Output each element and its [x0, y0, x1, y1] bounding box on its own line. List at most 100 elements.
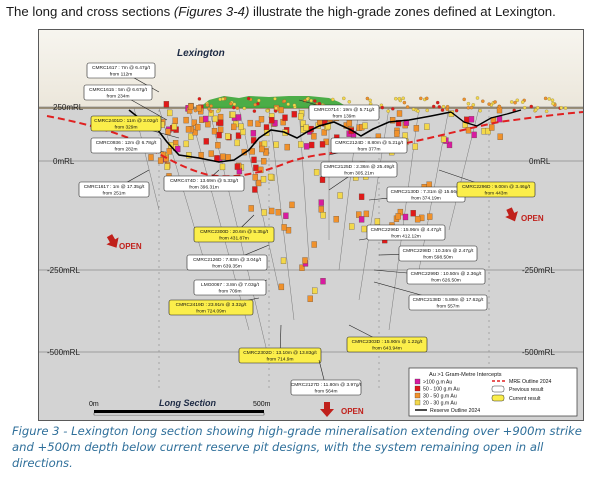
surface-sample-dot — [425, 108, 429, 113]
callout-depth-text: from 557m — [437, 303, 460, 309]
callout-intercept-text: CMRC2124D : 8.80m @ 5.21g/t — [335, 140, 404, 146]
callout-depth-text: from 643.94m — [372, 345, 402, 351]
intercept-marker — [291, 111, 297, 118]
rl-label-0: 0mRL — [53, 157, 75, 166]
intercept-marker — [362, 122, 368, 129]
callout-depth-text: from 139m — [333, 113, 356, 119]
intercept-marker — [250, 130, 257, 137]
surface-sample-dot — [253, 102, 257, 107]
intercept-marker — [259, 145, 265, 153]
legend-previous-swatch — [491, 385, 505, 393]
callout-box — [90, 137, 162, 154]
intercept-marker — [273, 141, 279, 148]
intercept-marker — [253, 164, 259, 172]
open-label-east: OPEN — [521, 214, 544, 223]
callout-depth-text: from 443m — [485, 190, 508, 196]
intercept-marker — [281, 224, 287, 231]
intro-text: The long and cross sections (Figures 3-4… — [6, 4, 596, 19]
intercept-marker — [251, 156, 257, 164]
intercept-marker — [282, 114, 288, 121]
intercept-marker — [255, 179, 262, 187]
surface-sample-dot — [469, 105, 474, 110]
surface-sample-dot — [445, 104, 450, 109]
callout-box — [168, 299, 254, 316]
open-arrow-east: OPEN — [505, 207, 544, 223]
intercept-marker — [389, 117, 396, 124]
intercept-marker — [231, 123, 237, 131]
legend-previous-label: Previous result — [509, 387, 544, 393]
intercept-marker — [289, 201, 295, 209]
surface-sample-dot — [309, 98, 313, 103]
callout-depth-text: from 709m — [219, 288, 242, 294]
intercept-marker — [175, 145, 181, 153]
intercept-marker — [337, 192, 343, 199]
surface-sample-dot — [242, 106, 247, 111]
intercept-marker — [252, 186, 258, 193]
intercept-marker — [203, 115, 209, 123]
intercept-marker — [258, 166, 264, 174]
callout-intercept-text: CMRC2302D : 13.10m @ 13.83g/t — [243, 350, 317, 356]
intercept-marker — [374, 218, 381, 225]
surface-sample-dot — [221, 97, 225, 101]
surface-sample-dot — [331, 97, 335, 102]
intercept-marker — [278, 283, 285, 291]
intercept-marker — [165, 128, 171, 135]
surface-sample-dot — [342, 96, 346, 101]
scale-start: 0m — [89, 401, 99, 408]
callout-box — [366, 224, 446, 241]
intercept-marker — [216, 131, 222, 139]
intercept-marker — [284, 143, 290, 151]
callout-depth-text: from 282m — [115, 146, 138, 152]
callout-intercept-text: CMRC2125D : 2.36m @ 25.49g/t — [324, 164, 395, 170]
intercept-marker — [427, 213, 433, 220]
callout-depth-text: from 374.19m — [411, 195, 441, 201]
callout-intercept-text: CMRC2127D : 11.80m @ 3.97g/t — [291, 382, 362, 388]
rl-label-250: 250mRL — [53, 103, 84, 112]
intercept-marker — [157, 157, 164, 164]
legend-grade-over100: >100 g.m Au — [423, 380, 452, 386]
intercept-marker — [358, 216, 365, 223]
surface-sample-dot — [405, 105, 410, 109]
surface-sample-dot — [437, 105, 442, 109]
intercept-marker — [166, 148, 172, 155]
intercept-marker — [235, 114, 242, 121]
intercept-marker — [249, 148, 255, 155]
intercept-marker — [218, 119, 224, 126]
intercept-marker — [280, 257, 287, 264]
legend-swatch-50-100 — [414, 385, 421, 392]
surface-sample-dot — [197, 97, 202, 101]
intercept-marker — [248, 205, 254, 212]
reserve-outline-2024 — [128, 109, 452, 163]
callout-box — [78, 181, 150, 198]
surface-sample-dot — [543, 96, 548, 101]
intercept-marker — [304, 143, 310, 150]
intercept-marker — [258, 116, 265, 123]
callout-intercept-text: CMRC2299D : 10.50m @ 2.36g/t — [411, 271, 482, 277]
intro-lead: The long and cross sections — [6, 4, 174, 19]
surface-sample-dot — [368, 98, 372, 103]
intercept-marker — [263, 124, 270, 131]
surface-sample-dot — [520, 100, 525, 104]
vertical-section-lines — [158, 110, 490, 390]
surface-sample-dot — [273, 109, 278, 113]
surface-sample-dot — [435, 100, 440, 105]
callout-box — [86, 62, 156, 79]
scale-end: 500m — [253, 401, 271, 408]
intercept-marker — [303, 124, 309, 131]
legend-grade-30-50: 30 - 50 g.m Au — [423, 394, 457, 400]
intercept-marker — [413, 125, 420, 132]
surface-sample-dot — [534, 108, 538, 112]
intercept-marker — [313, 169, 320, 176]
rl-label-minus500-right: -500mRL — [522, 348, 555, 357]
intercept-marker — [260, 176, 267, 183]
intercept-marker — [414, 216, 421, 223]
intercept-marker — [261, 209, 267, 216]
callout-intercept-text: CMRC2130D : 7.31m @ 15.66g/t — [391, 189, 462, 195]
intercept-marker — [394, 130, 400, 137]
callout-depth-text: from 396.31m — [189, 184, 219, 190]
